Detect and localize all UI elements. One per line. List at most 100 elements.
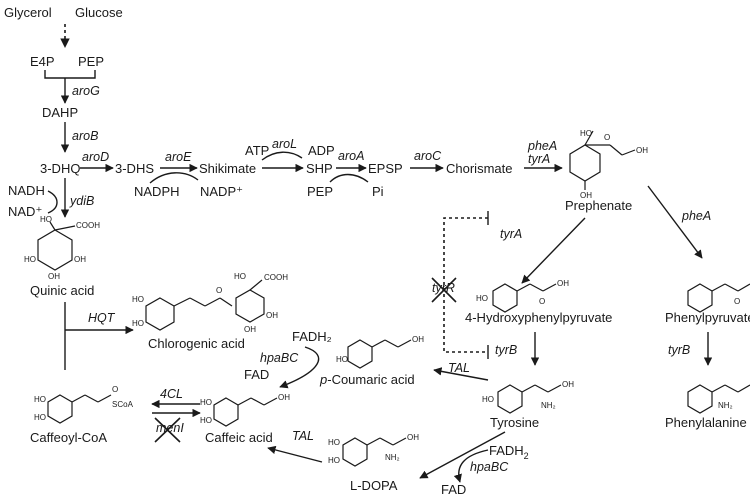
tyrR-cross-b [431, 277, 457, 303]
hqt-label: HQT [88, 311, 116, 325]
tyrB-label: tyrB [495, 343, 517, 357]
quinic-oh2: OH [48, 272, 60, 281]
quinic-ho: HO [40, 215, 52, 224]
fourCL-label: 4CL [160, 387, 183, 401]
ldopa-nh2: NH₂ [385, 453, 400, 462]
chlorogenic-label: Chlorogenic acid [148, 336, 245, 351]
caffeoylcoa-o: O [112, 385, 118, 394]
prephenate-oh: OH [636, 146, 648, 155]
epsp-label: EPSP [368, 161, 403, 176]
caffeic-label: Caffeic acid [205, 430, 273, 445]
tyrosine-oh: OH [562, 380, 574, 389]
hpp-oh: OH [557, 279, 569, 288]
fadh2-a-label: FADH₂ [292, 329, 332, 344]
glucose-label: Glucose [75, 5, 123, 20]
tyrA-arrow [521, 217, 586, 284]
chlorogenic-oh: OH [266, 311, 278, 320]
phenylpyruvate-label: Phenylpyruvate [665, 310, 750, 325]
ldopa-structure: HO HO NH₂ OH [328, 433, 419, 467]
fadh2-b-label: FADH2 [489, 443, 529, 461]
tal-a-label: TAL [448, 361, 470, 375]
atp-label: ATP [245, 143, 269, 158]
nad-label: NAD⁺ [8, 204, 42, 219]
caffeic-oh: OH [278, 393, 290, 402]
fadh2-b-sub: 2 [524, 451, 529, 461]
tyrB-right-label: tyrB [668, 343, 690, 357]
ldopa-ho: HO [328, 438, 340, 447]
phenylalanine-label: Phenylalanine [665, 415, 747, 430]
chlorogenic-oh2: OH [244, 325, 256, 334]
fad-a-label: FAD [244, 367, 269, 382]
fad-b-label: FAD [441, 482, 466, 497]
chlorogenic-ho3: HO [234, 272, 246, 281]
chlorogenic-ho2: HO [132, 319, 144, 328]
aroG-label: aroG [72, 84, 100, 98]
pi-label: Pi [372, 184, 384, 199]
tyrR-regulation-lines [443, 217, 488, 353]
tyrosine-to-ldopa-arrow [419, 431, 506, 479]
coumaric-structure: HO OH [336, 335, 424, 369]
aroD-label: aroD [82, 150, 109, 164]
caffeoylcoa-label: Caffeoyl-CoA [30, 430, 107, 445]
chorismate-label: Chorismate [446, 161, 512, 176]
nadh-curve [47, 190, 58, 214]
pep-label: PEP [78, 54, 104, 69]
coumaric-ho: HO [336, 355, 348, 364]
atp-curve [261, 151, 303, 161]
hpaBC-a-arrow [279, 346, 320, 389]
glycerol-label: Glycerol [4, 5, 52, 20]
chlorogenic-structure: HO HO O HO COOH OH OH [132, 272, 288, 334]
hpp-structure: HO O OH [476, 279, 569, 313]
ldopa-ho2: HO [328, 456, 340, 465]
tyrA-top-label: tyrA [528, 152, 550, 166]
prephenate-structure: HO O OH OH [569, 129, 648, 200]
prephenate-oh2: OH [580, 191, 592, 200]
tal-b-arrow [267, 445, 323, 463]
fadh2-b-main: FADH [489, 443, 524, 458]
hpaBC-b-label: hpaBC [470, 460, 509, 474]
pheA-top-label: pheA [527, 139, 557, 153]
tyrosine-label: Tyrosine [490, 415, 539, 430]
caffeoylcoa-scoa: SCoA [112, 400, 134, 409]
caffeic-structure: HO HO OH [200, 393, 290, 427]
quinic-label: Quinic acid [30, 283, 94, 298]
phenylpyruvate-structure: O [687, 283, 750, 313]
aroL-label: aroL [272, 137, 297, 151]
nadph-label: NADPH [134, 184, 180, 199]
pep2-label: PEP [307, 184, 333, 199]
tyrA-label: tyrA [500, 227, 522, 241]
hpp-o: O [539, 297, 545, 306]
dhs-label: 3-DHS [115, 161, 154, 176]
prephenate-ho: HO [580, 129, 592, 138]
prephenate-label: Prephenate [565, 198, 632, 213]
aroA-label: aroA [338, 149, 364, 163]
shikimate-label: Shikimate [199, 161, 256, 176]
tyrosine-structure: HO NH₂ OH [482, 380, 574, 414]
pheA-arrow [647, 185, 703, 259]
ldopa-oh: OH [407, 433, 419, 442]
hpp-label: 4-Hydroxyphenylpyruvate [465, 310, 612, 325]
tal-a-arrow [433, 367, 489, 381]
aroB-label: aroB [72, 129, 98, 143]
phenylalanine-nh2: NH₂ [718, 401, 733, 410]
quinic-oh: OH [74, 255, 86, 264]
chlorogenic-ho: HO [132, 295, 144, 304]
coumaric-label: p-Coumaric acid [319, 372, 415, 387]
caffeoylcoa-ho: HO [34, 395, 46, 404]
aroE-label: aroE [165, 150, 192, 164]
tal-b-label: TAL [292, 429, 314, 443]
phenylpyruvate-o: O [734, 297, 740, 306]
phenylalanine-structure: NH₂ [687, 384, 750, 414]
tyrosine-nh2: NH₂ [541, 401, 556, 410]
hpaBC-a-label: hpaBC [260, 351, 299, 365]
adp-label: ADP [308, 143, 335, 158]
tyrosine-ho: HO [482, 395, 494, 404]
quinic-ho2: HO [24, 255, 36, 264]
aroC-label: aroC [414, 149, 442, 163]
quinic-cooh: COOH [76, 221, 100, 230]
coumaric-p: p [319, 372, 327, 387]
menI-cross-b [154, 417, 181, 443]
ldopa-label: L-DOPA [350, 478, 398, 493]
dahp-label: DAHP [42, 105, 78, 120]
